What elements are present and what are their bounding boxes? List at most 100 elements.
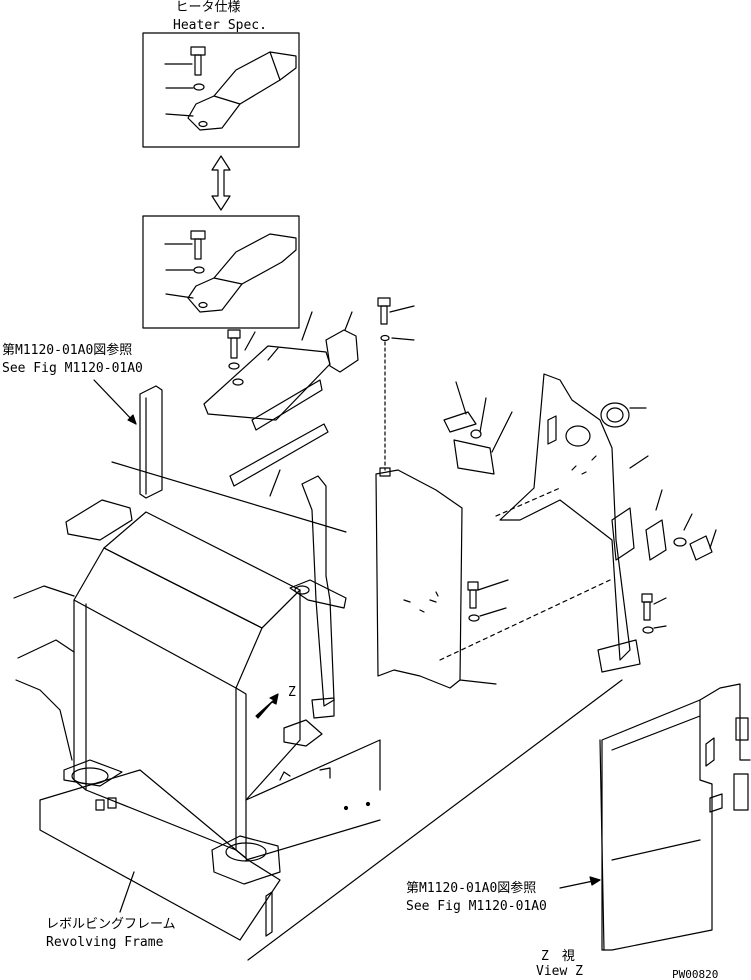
standard-bracket — [187, 233, 297, 313]
bolt-head — [190, 230, 206, 240]
leader-line — [479, 607, 507, 617]
leader-line — [491, 411, 513, 453]
bolt-horizontal — [689, 535, 713, 561]
bracket-plate — [499, 373, 631, 661]
bolt-shank — [194, 54, 202, 76]
stand-post — [139, 385, 163, 499]
rubber-block — [325, 329, 359, 373]
revolving-frame — [39, 719, 381, 941]
washer — [193, 83, 205, 91]
view-z-label-en: View Z — [536, 964, 583, 979]
leader-line — [391, 337, 415, 341]
view-z-panel-edge — [611, 715, 701, 861]
standard-spec-inset — [142, 215, 300, 329]
leader-line — [455, 381, 467, 415]
bolt-head — [227, 329, 241, 339]
reference-note-bottom-jp: 第M1120-01A0図参照 — [406, 880, 536, 896]
frame-dot — [343, 805, 349, 811]
arrow-head — [127, 414, 137, 425]
frame-detail — [279, 771, 291, 781]
frame-contour — [245, 739, 381, 801]
bracket-marks — [571, 455, 597, 475]
bolt-horizontal — [443, 411, 477, 433]
bracket-edge — [213, 277, 243, 285]
reference-note-bottom-en: See Fig M1120-01A0 — [406, 899, 547, 914]
hood-slope-panel — [73, 547, 263, 689]
leader-line — [267, 347, 279, 361]
hinge-plate — [611, 507, 635, 561]
hood-base-edge — [85, 789, 237, 851]
view-arrow-icon — [255, 693, 279, 719]
double-arrow-shape — [211, 155, 231, 211]
view-z-clip — [705, 737, 715, 767]
grommet — [600, 402, 630, 428]
heater-spec-inset: ヒータ仕様 Heater Spec. — [142, 0, 300, 148]
bracket-slot — [547, 415, 557, 445]
leader-line — [389, 305, 415, 313]
reference-note-top: 第M1120-01A0図参照 See Fig M1120-01A0 — [2, 342, 143, 425]
counterweight-side — [13, 585, 75, 761]
mounting-plate — [203, 345, 331, 421]
washer — [232, 378, 244, 386]
side-panel — [375, 297, 611, 689]
frame-contour — [15, 679, 73, 761]
frame-stud — [95, 799, 105, 811]
washer — [468, 614, 480, 622]
frame-detail — [319, 767, 331, 779]
hood-front-post — [73, 599, 87, 791]
view-z-marker: Z — [255, 685, 296, 719]
view-z-block — [733, 773, 749, 811]
leader-line — [629, 455, 649, 469]
revolving-frame-label: レボルビングフレーム Revolving Frame — [46, 871, 176, 950]
leader-line — [479, 397, 487, 433]
guide-line — [247, 679, 623, 961]
bracket-edge — [269, 51, 281, 81]
mount-pad-left — [63, 759, 123, 787]
washer — [228, 362, 240, 370]
bracket-foot — [597, 639, 641, 673]
view-z-contour — [699, 683, 751, 761]
view-z-clip — [709, 793, 723, 813]
bracket-large-hole — [565, 425, 591, 447]
stay-hole — [294, 585, 310, 595]
mount-ring-right — [225, 842, 267, 862]
leader-line — [165, 293, 194, 299]
leader-line — [477, 579, 509, 591]
frame-stud — [107, 797, 117, 809]
leader-line — [301, 311, 313, 341]
drawing-code: PW00820 — [672, 968, 718, 980]
frame-dot — [365, 801, 371, 807]
hood-top-panel — [103, 511, 301, 629]
washer — [193, 266, 205, 274]
bracket-hole — [198, 120, 208, 128]
stay-foot — [311, 697, 335, 719]
leader-line — [344, 311, 353, 331]
interchange-arrow — [211, 155, 231, 211]
arrow-head — [589, 876, 601, 886]
revolving-frame-label-en: Revolving Frame — [46, 935, 164, 950]
bolt-shank — [230, 337, 238, 359]
leader-line — [459, 679, 497, 685]
bolt-head — [467, 581, 479, 591]
leader-line — [653, 625, 667, 629]
leader-line — [653, 597, 667, 605]
revolving-frame-label-jp: レボルビングフレーム — [46, 917, 176, 932]
hood-front-cap — [65, 499, 133, 541]
washer — [470, 429, 482, 439]
mount-ring-left — [71, 767, 109, 785]
frame-contour — [13, 585, 75, 599]
post-body — [139, 385, 163, 499]
z-marker-label: Z — [288, 685, 296, 700]
view-z-panel-edge — [599, 739, 605, 951]
washer — [642, 626, 654, 634]
stay-body — [301, 475, 335, 707]
leader-line — [655, 489, 663, 511]
panel-marks — [403, 591, 439, 613]
reference-note-top-en: See Fig M1120-01A0 — [2, 361, 143, 376]
leader-line — [244, 331, 256, 351]
view-z-block — [735, 717, 749, 741]
view-z-panel — [601, 699, 713, 951]
standard-spec-frame — [142, 215, 300, 329]
panel-hinge — [379, 467, 391, 477]
